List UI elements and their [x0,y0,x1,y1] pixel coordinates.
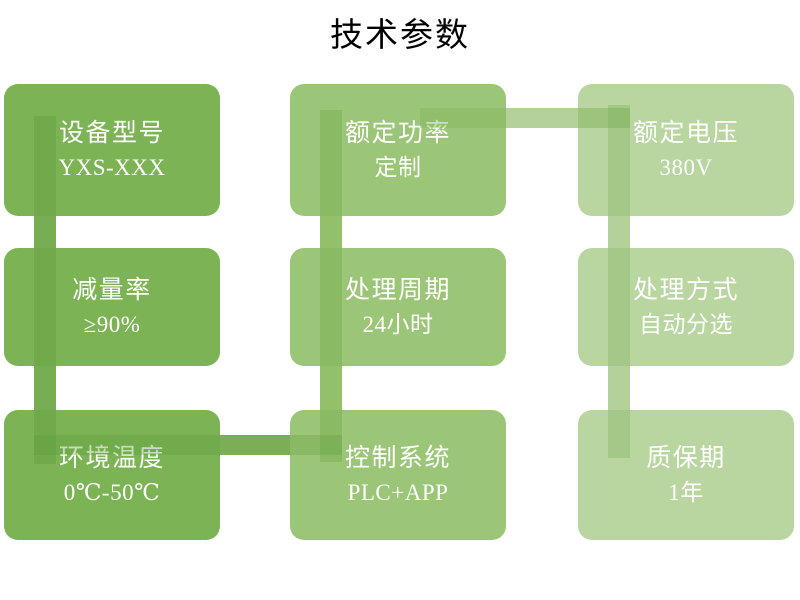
card-label: 处理周期 [344,277,451,304]
card-label: 减量率 [72,277,152,304]
card-value: PLC+APP [347,480,449,505]
card-treatment-cycle[interactable]: 处理周期 24小时 [290,248,506,366]
card-value: ≥90% [83,312,141,337]
card-label: 额定功率 [344,120,451,147]
card-label: 处理方式 [632,277,739,304]
card-label: 设备型号 [58,120,165,147]
card-control-system[interactable]: 控制系统 PLC+APP [290,410,506,540]
card-equipment-model[interactable]: 设备型号 YXS-XXX [4,84,220,216]
card-label: 环境温度 [58,445,165,472]
card-value: 24小时 [362,312,434,337]
card-reduction-rate[interactable]: 减量率 ≥90% [4,248,220,366]
card-warranty-period[interactable]: 质保期 1年 [578,410,794,540]
page-title: 技术参数 [330,18,470,54]
card-value: 自动分选 [639,312,733,337]
card-treatment-method[interactable]: 处理方式 自动分选 [578,248,794,366]
card-label: 额定电压 [632,120,739,147]
card-label: 质保期 [646,445,726,472]
card-value: YXS-XXX [58,155,166,180]
card-label: 控制系统 [344,445,451,472]
card-rated-power[interactable]: 额定功率 定制 [290,84,506,216]
card-value: 定制 [374,155,422,180]
card-rated-voltage[interactable]: 额定电压 380V [578,84,794,216]
card-ambient-temperature[interactable]: 环境温度 0℃-50℃ [4,410,220,540]
card-value: 380V [659,155,713,180]
card-value: 1年 [668,480,704,505]
card-value: 0℃-50℃ [63,480,161,505]
